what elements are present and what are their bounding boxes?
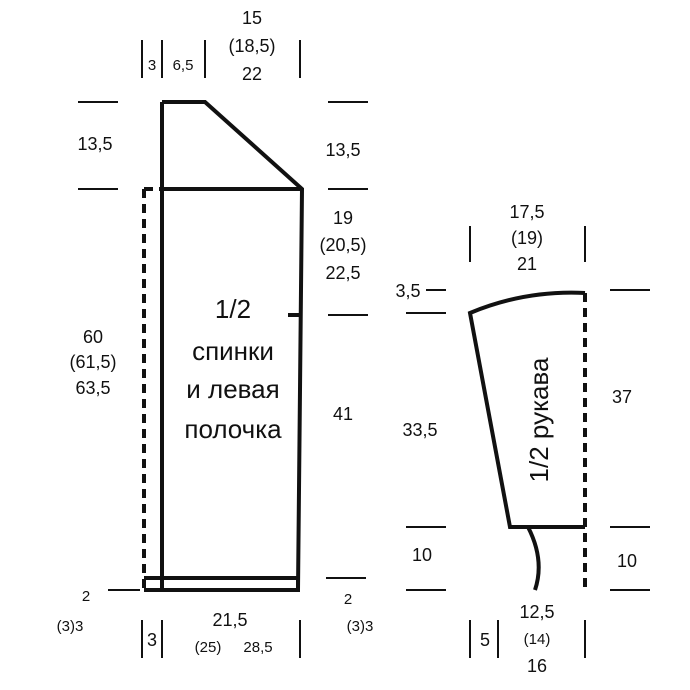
sleeve-top-width-line-1: 17,5 xyxy=(509,202,544,222)
bottom-width-line-3: 28,5 xyxy=(243,639,272,656)
armhole-line-2: (20,5) xyxy=(319,235,366,255)
sleeve-length-left-label: 33,5 xyxy=(402,420,437,440)
top-width-line-2: (18,5) xyxy=(228,36,275,56)
sleeve-length-right-label: 37 xyxy=(612,387,632,407)
sleeve-piece: 1/2 рукава 17,5 (19) 21 3,5 33,5 10 37 1… xyxy=(395,202,650,676)
sleeve-bottom-width-line-1: 12,5 xyxy=(519,602,554,622)
sleeve-top-width-line-3: 21 xyxy=(517,254,537,274)
sleeve-cuff-right-label: 10 xyxy=(617,551,637,571)
hem-left-33-label: (3)3 xyxy=(57,618,84,635)
body-title-line-3: и левая xyxy=(186,374,279,404)
sleeve-cap-height-label: 3,5 xyxy=(395,281,420,301)
body-title-line-4: полочка xyxy=(184,414,282,444)
sleeve-bottom-width-line-3: 16 xyxy=(527,656,547,676)
length-total-line-3: 63,5 xyxy=(75,378,110,398)
shoulder-right-label: 13,5 xyxy=(325,140,360,160)
hem-right-33-label: (3)3 xyxy=(347,618,374,635)
bottom-width-line-1: 21,5 xyxy=(212,610,247,630)
shoulder-left-label: 13,5 xyxy=(77,134,112,154)
bottom-3-label: 3 xyxy=(147,630,157,650)
body-outline xyxy=(160,100,305,592)
top-width-line-1: 15 xyxy=(242,8,262,28)
sleeve-title: 1/2 рукава xyxy=(524,357,554,482)
hem-band xyxy=(144,576,300,592)
sleeve-cuff-left-label: 10 xyxy=(412,545,432,565)
length-total-line-1: 60 xyxy=(83,327,103,347)
hem-left-2-label: 2 xyxy=(82,588,90,605)
length-total-line-2: (61,5) xyxy=(69,352,116,372)
sleeve-outline xyxy=(467,290,586,591)
top-left-65-label: 6,5 xyxy=(173,57,194,74)
armhole-line-3: 22,5 xyxy=(325,263,360,283)
bottom-width-line-2: (25) xyxy=(195,639,222,656)
sleeve-bottom-5-label: 5 xyxy=(480,630,490,650)
hem-right-2-label: 2 xyxy=(344,591,352,608)
body-piece: 1/2 спинки и левая полочка 3 6,5 15 (18,… xyxy=(57,8,374,658)
armhole-line-1: 19 xyxy=(333,208,353,228)
body-title-line-1: 1/2 xyxy=(215,294,251,324)
top-width-line-3: 22 xyxy=(242,64,262,84)
sleeve-top-width-line-2: (19) xyxy=(511,228,543,248)
top-left-3-label: 3 xyxy=(148,57,156,74)
sleeve-bottom-width-line-2: (14) xyxy=(524,631,551,648)
body-title-line-2: спинки xyxy=(192,336,274,366)
side-length-label: 41 xyxy=(333,404,353,424)
